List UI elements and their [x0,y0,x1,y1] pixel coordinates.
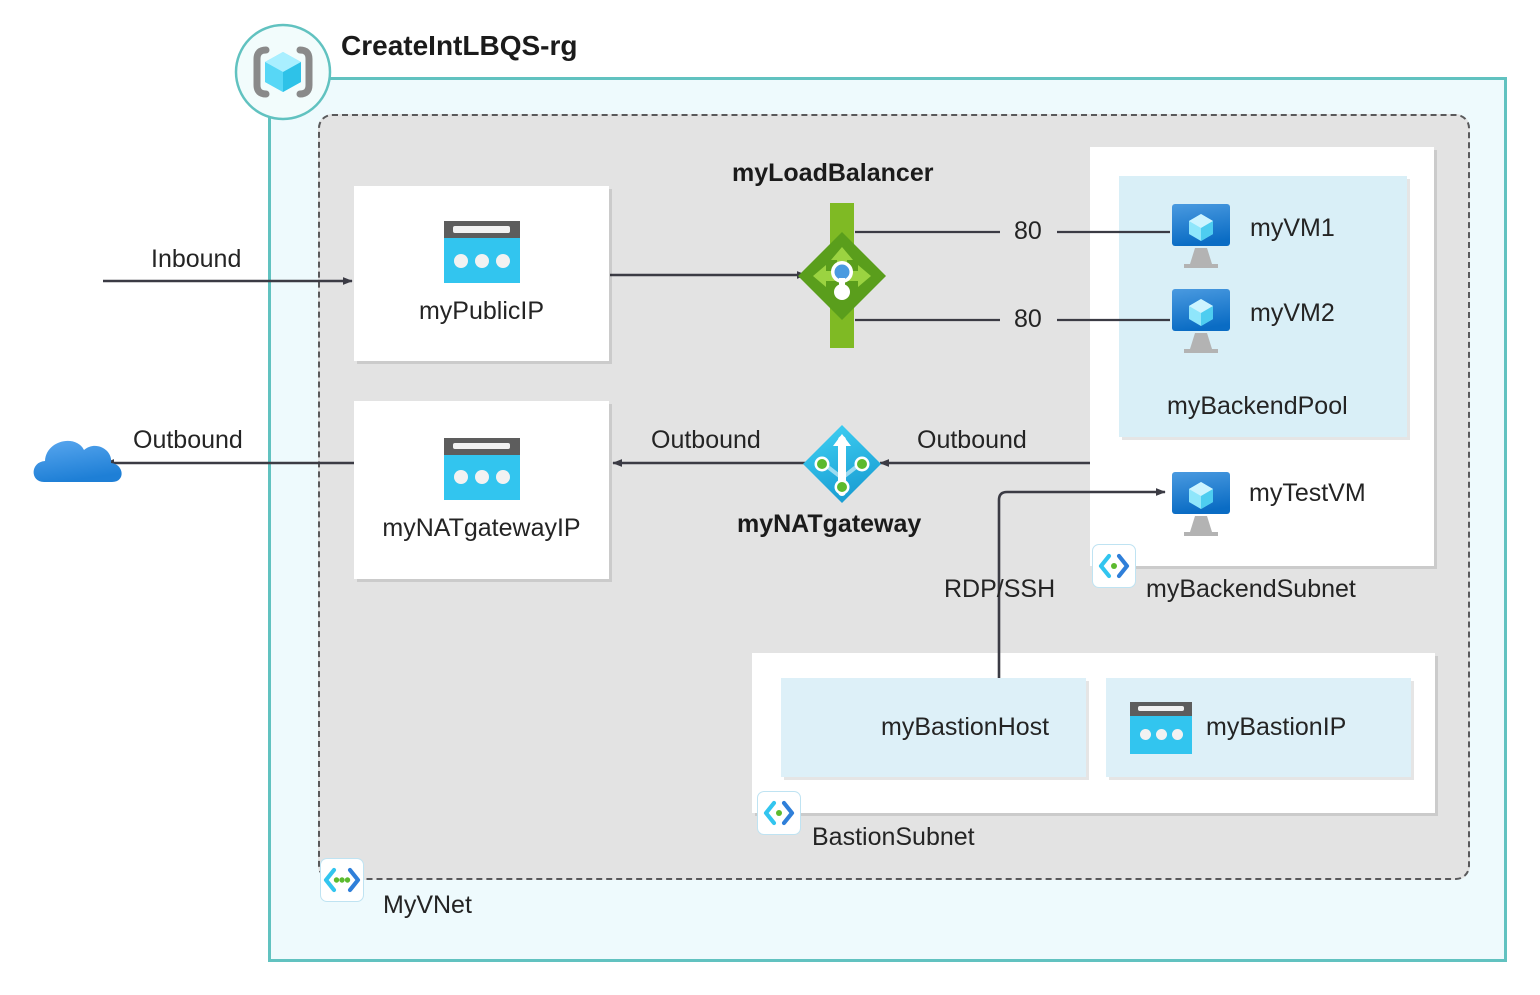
backend-pool-label: myBackendPool [1167,392,1348,420]
outbound-to-natip-label: Outbound [651,426,761,454]
subnet-glyph [763,800,795,826]
port-label-vm1: 80 [1014,217,1042,245]
vm1-label: myVM1 [1250,214,1335,242]
bastion-subnet-label: BastionSubnet [812,823,975,851]
outbound-from-subnet-label: Outbound [917,426,1027,454]
public-ip-card[interactable]: myPublicIP [354,186,609,361]
load-balancer-label: myLoadBalancer [732,159,934,187]
bastion-host-tile[interactable]: myBastionHost [781,678,1086,777]
test-vm-label: myTestVM [1249,479,1366,507]
public-ip-icon [443,221,520,283]
bastion-ip-tile[interactable]: myBastionIP [1106,678,1411,777]
vnet-label: MyVNet [383,891,472,919]
backend-subnet-label: myBackendSubnet [1146,575,1356,603]
rdp-ssh-label: RDP/SSH [944,575,1056,603]
bastion-ip-label: myBastionIP [1206,713,1347,741]
subnet-glyph [1098,553,1130,579]
vnet-icon [320,858,364,902]
public-ip-icon [443,437,520,500]
vnet-glyph [323,867,361,893]
public-ip-label: myPublicIP [418,297,545,325]
public-ip-icon [1130,701,1192,754]
nat-gateway-label: myNATgateway [737,510,922,538]
port-label-vm2: 80 [1014,305,1042,333]
outbound-internet-label: Outbound [133,426,243,454]
bastion-host-label: myBastionHost [881,713,1050,741]
nat-gateway-ip-label: myNATgatewayIP [382,513,581,542]
subnet-icon [757,791,801,835]
inbound-label: Inbound [151,245,242,273]
backend-pool-panel [1119,176,1407,437]
subnet-icon [1092,544,1136,588]
cloud-icon [33,440,122,482]
nat-gateway-ip-card[interactable]: myNATgatewayIP [354,401,609,579]
vm2-label: myVM2 [1250,299,1335,327]
resource-group-title: CreateIntLBQS-rg [341,30,578,61]
